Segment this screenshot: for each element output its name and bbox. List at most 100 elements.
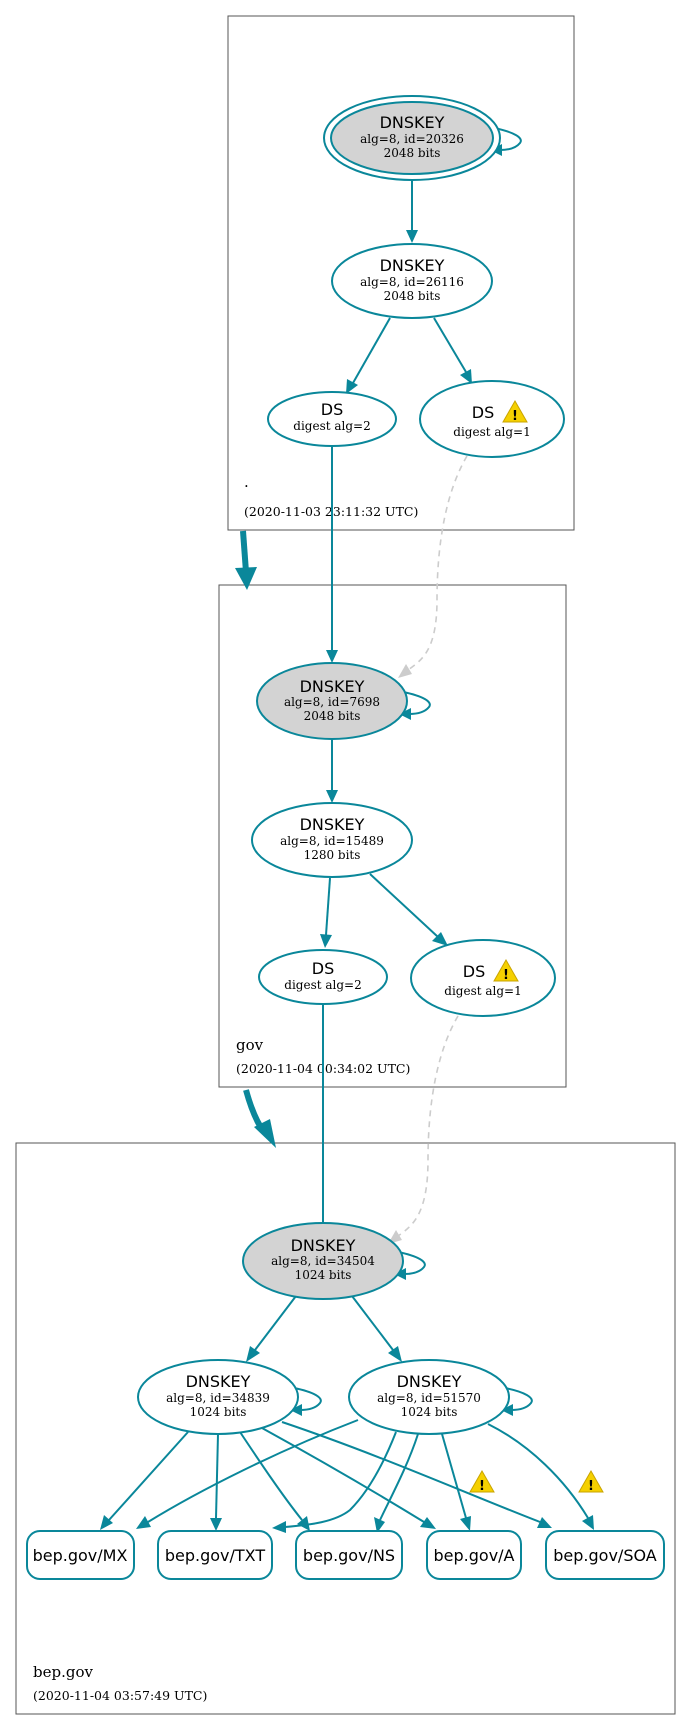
svg-text:!: ! xyxy=(503,968,509,983)
zone-bep: bep.gov (2020-11-04 03:57:49 UTC) xyxy=(15,1142,676,1715)
node-type: DS xyxy=(312,959,334,978)
svg-text:!: ! xyxy=(588,1479,594,1494)
edge-gov-zsk-ds1 xyxy=(369,873,439,938)
arrow-head xyxy=(320,934,332,948)
edge-zsk2-a xyxy=(441,1433,467,1519)
rrset-a[interactable]: bep.gov/A xyxy=(426,1530,522,1580)
node-detail: digest alg=2 xyxy=(284,978,361,992)
delegation-edge-root-gov xyxy=(240,530,249,573)
node-root-zsk[interactable]: DNSKEY alg=8, id=26116 2048 bits xyxy=(331,243,493,319)
edge-zsk1-ns xyxy=(239,1431,303,1521)
node-detail: alg=8, id=34504 xyxy=(271,1254,375,1268)
zone-bep-name: bep.gov xyxy=(33,1663,93,1681)
arrow-head xyxy=(346,379,358,394)
edge-gov-zsk-ds2 xyxy=(325,877,331,936)
arrow-head xyxy=(460,369,472,384)
node-shape xyxy=(545,1530,665,1580)
arrow-head xyxy=(582,1515,594,1530)
node-detail: digest alg=1 xyxy=(453,425,530,439)
node-bits: 1024 bits xyxy=(190,1405,247,1419)
node-bits: 1280 bits xyxy=(304,848,361,862)
node-shape xyxy=(331,243,493,319)
zone-root-name: . xyxy=(244,473,249,491)
warning-icon: ! xyxy=(502,399,528,424)
node-detail: alg=8, id=51570 xyxy=(377,1391,481,1405)
rrset-label: bep.gov/MX xyxy=(33,1546,128,1565)
delegation-arrow xyxy=(235,567,257,590)
edge-zsk1-txt xyxy=(215,1433,219,1519)
node-detail: alg=8, id=34839 xyxy=(166,1391,270,1405)
arrow-head xyxy=(460,1516,471,1531)
node-shape xyxy=(410,939,556,1017)
node-type: DS xyxy=(463,962,485,981)
node-type: DS xyxy=(321,400,343,419)
arrow-head xyxy=(297,1516,310,1531)
node-gov-ds1[interactable]: DS ! digest alg=1 xyxy=(410,939,556,1017)
arrow-head xyxy=(537,1517,552,1528)
rrset-txt[interactable]: bep.gov/TXT xyxy=(157,1530,273,1580)
node-shape xyxy=(157,1530,273,1580)
node-root-ds1[interactable]: DS ! digest alg=1 xyxy=(419,380,565,458)
edge-bep-ksk-zsk2 xyxy=(351,1295,394,1351)
node-type: DNSKEY xyxy=(186,1372,251,1391)
arrow-head xyxy=(246,1346,260,1362)
rrset-ns[interactable]: bep.gov/NS xyxy=(295,1530,403,1580)
warning-icon: ! xyxy=(493,958,519,983)
node-bep-ksk[interactable]: DNSKEY alg=8, id=34504 1024 bits xyxy=(242,1222,404,1300)
node-type: DNSKEY xyxy=(291,1236,356,1255)
warning-icon: ! xyxy=(578,1469,604,1494)
edge-zsk2-ns xyxy=(379,1433,419,1521)
arrow-head xyxy=(432,932,448,946)
rrset-label: bep.gov/TXT xyxy=(165,1546,266,1565)
node-shape xyxy=(419,380,565,458)
node-type: DNSKEY xyxy=(300,677,365,696)
node-gov-zsk[interactable]: DNSKEY alg=8, id=15489 1280 bits xyxy=(251,802,413,878)
node-detail: alg=8, id=20326 xyxy=(360,132,464,146)
arrow-head xyxy=(136,1516,151,1529)
node-detail: alg=8, id=26116 xyxy=(360,275,464,289)
rrset-mx[interactable]: bep.gov/MX xyxy=(26,1530,135,1580)
edge-root-zsk-ds1 xyxy=(433,317,467,373)
edge-gov-ds1-bep-ksk xyxy=(397,1015,459,1237)
arrow-head xyxy=(100,1515,113,1530)
self-loop-bep-ksk xyxy=(397,1251,426,1275)
arrow-head xyxy=(420,1517,436,1529)
arrow-head xyxy=(290,1404,302,1416)
node-type: DNSKEY xyxy=(380,256,445,275)
edge-bep-ksk-zsk1 xyxy=(254,1295,297,1351)
node-bits: 2048 bits xyxy=(384,146,441,160)
node-shape xyxy=(267,391,397,447)
node-shape xyxy=(295,1530,403,1580)
node-detail: digest alg=1 xyxy=(444,984,521,998)
self-loop-bep-zsk2 xyxy=(504,1387,533,1411)
edge-zsk2-soa xyxy=(487,1423,589,1519)
node-type: DNSKEY xyxy=(380,113,445,132)
arrow-head xyxy=(272,1521,286,1533)
rrset-soa[interactable]: bep.gov/SOA xyxy=(545,1530,665,1580)
self-loop-bep-zsk1 xyxy=(293,1387,322,1411)
node-shape xyxy=(137,1359,299,1435)
edge-zsk1-mx xyxy=(108,1431,189,1521)
node-shape xyxy=(426,1530,522,1580)
node-root-ksk[interactable]: DNSKEY alg=8, id=20326 2048 bits xyxy=(323,95,501,181)
node-type: DS xyxy=(472,403,494,422)
node-root-ds2[interactable]: DS digest alg=2 xyxy=(267,391,397,447)
rrset-label: bep.gov/A xyxy=(434,1546,515,1565)
warning-icon: ! xyxy=(469,1469,495,1494)
arrow-head xyxy=(501,1404,513,1416)
node-shape xyxy=(348,1359,510,1435)
node-bits: 2048 bits xyxy=(384,289,441,303)
edge-root-zsk-ds2 xyxy=(352,317,391,384)
edge-zsk1-a xyxy=(261,1427,425,1523)
node-bep-zsk-51570[interactable]: DNSKEY alg=8, id=51570 1024 bits xyxy=(348,1359,510,1435)
node-detail: digest alg=2 xyxy=(293,419,370,433)
node-shape xyxy=(242,1222,404,1300)
node-gov-ksk[interactable]: DNSKEY alg=8, id=7698 2048 bits xyxy=(256,662,408,740)
self-loop-gov-ksk xyxy=(402,691,431,715)
node-shape xyxy=(330,101,494,175)
rrset-label: bep.gov/SOA xyxy=(553,1546,657,1565)
node-bep-zsk-34839[interactable]: DNSKEY alg=8, id=34839 1024 bits xyxy=(137,1359,299,1435)
edge-root-ds1-gov-ksk xyxy=(407,455,468,671)
node-shape xyxy=(256,662,408,740)
node-gov-ds2[interactable]: DS digest alg=2 xyxy=(258,949,388,1005)
